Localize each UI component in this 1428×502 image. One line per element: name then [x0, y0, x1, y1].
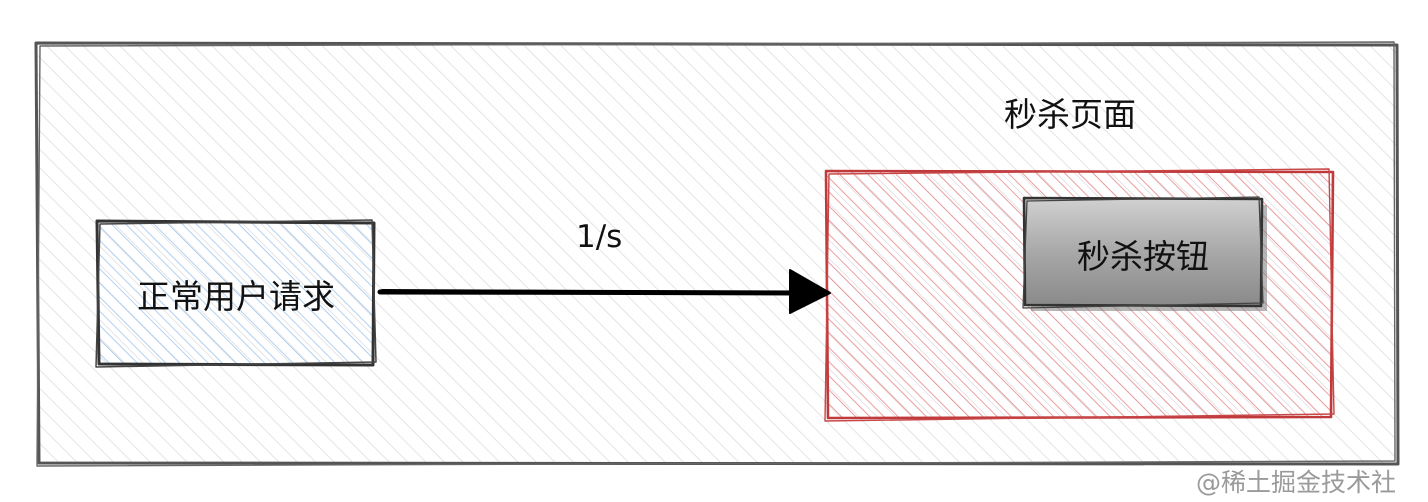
arrow-head — [789, 269, 831, 314]
seckill-button-shape — [1022, 196, 1267, 311]
watermark-text: @稀土掘金技术社 — [1196, 468, 1397, 497]
seckill-button-label[interactable]: 秒杀按钮 — [1077, 237, 1209, 276]
seckill-page-title: 秒杀页面 — [1004, 95, 1136, 134]
request-arrow — [377, 269, 831, 314]
user-request-label: 正常用户请求 — [137, 277, 335, 316]
request-rate-label: 1/s — [576, 219, 623, 255]
user-request-box — [95, 219, 377, 368]
